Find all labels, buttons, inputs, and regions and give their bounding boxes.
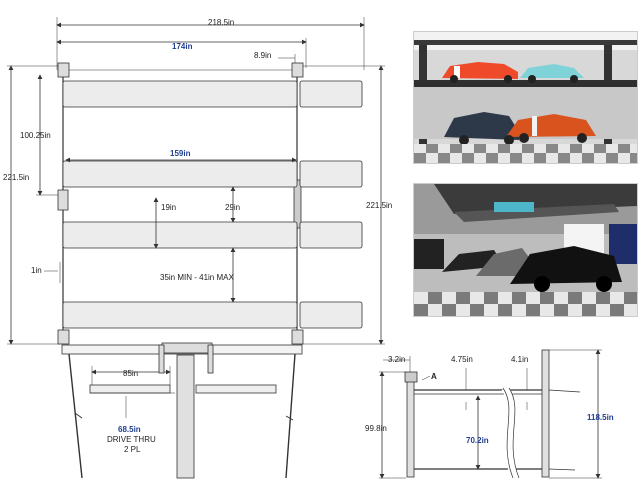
side-height-left-label: 99.8in [365, 424, 387, 433]
callout-a: A [431, 372, 437, 381]
offset-right-label: 8.9in [254, 51, 271, 60]
stacked-cars-photo [413, 31, 638, 164]
runway-span-label: 100.25in [20, 131, 51, 140]
side-view [379, 349, 602, 480]
drive-thru-count: 2 PL [124, 445, 141, 454]
runway-gap-label: 29in [225, 203, 240, 212]
side-offset-mid-label: 4.75in [451, 355, 473, 364]
side-height-mid-label: 70.2in [466, 436, 489, 445]
runway-width-label: 19in [161, 203, 176, 212]
overall-width-label: 218.5in [208, 18, 234, 27]
side-offset-left-label: 3.2in [388, 355, 405, 364]
runway-length-label: 159in [170, 149, 191, 158]
runway-edge-label: 1in [31, 266, 42, 275]
front-view [61, 342, 303, 479]
overall-length-right-label: 221.5in [366, 201, 392, 210]
garage-underside-photo [413, 183, 638, 317]
drive-thru-width-label: 68.5in [118, 425, 141, 434]
overall-length-left-label: 221.5in [3, 173, 29, 182]
bay-width-label: 85in [123, 369, 138, 378]
side-offset-right-label: 4.1in [511, 355, 528, 364]
side-height-right-label: 118.5in [587, 413, 614, 422]
height-range-label: 35in MIN - 41in MAX [160, 273, 234, 282]
plan-view [7, 17, 385, 345]
drive-thru-text: DRIVE THRU [107, 435, 156, 444]
inner-width-label: 174in [172, 42, 193, 51]
